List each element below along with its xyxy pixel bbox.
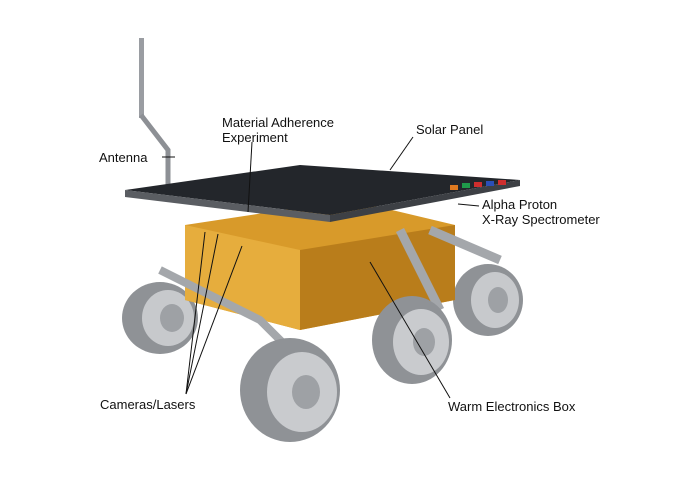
antenna-mast	[139, 38, 171, 195]
label-cameras-lasers: Cameras/Lasers	[100, 397, 196, 412]
label-antenna: Antenna	[99, 150, 148, 165]
warm-electronics-box	[185, 200, 455, 330]
wheel-rear-left	[122, 282, 198, 354]
leader-lines	[162, 136, 480, 399]
label-warm-electronics-box: Warm Electronics Box	[448, 399, 576, 414]
label-apxs-line2: X-Ray Spectrometer	[482, 212, 600, 227]
wheel-front-left	[240, 338, 340, 442]
label-apxs: Alpha Proton X-Ray Spectrometer	[482, 197, 600, 227]
label-apxs-line1: Alpha Proton	[482, 197, 558, 212]
label-material-line1: Material Adherence	[222, 115, 335, 130]
label-solar-panel: Solar Panel	[416, 122, 484, 137]
solar-panel	[125, 165, 520, 222]
label-material-adherence: Material Adherence Experiment	[222, 115, 334, 145]
label-material-line2: Experiment	[222, 130, 288, 145]
wheel-rear-right	[453, 264, 523, 336]
wheel-middle-right	[372, 296, 452, 384]
